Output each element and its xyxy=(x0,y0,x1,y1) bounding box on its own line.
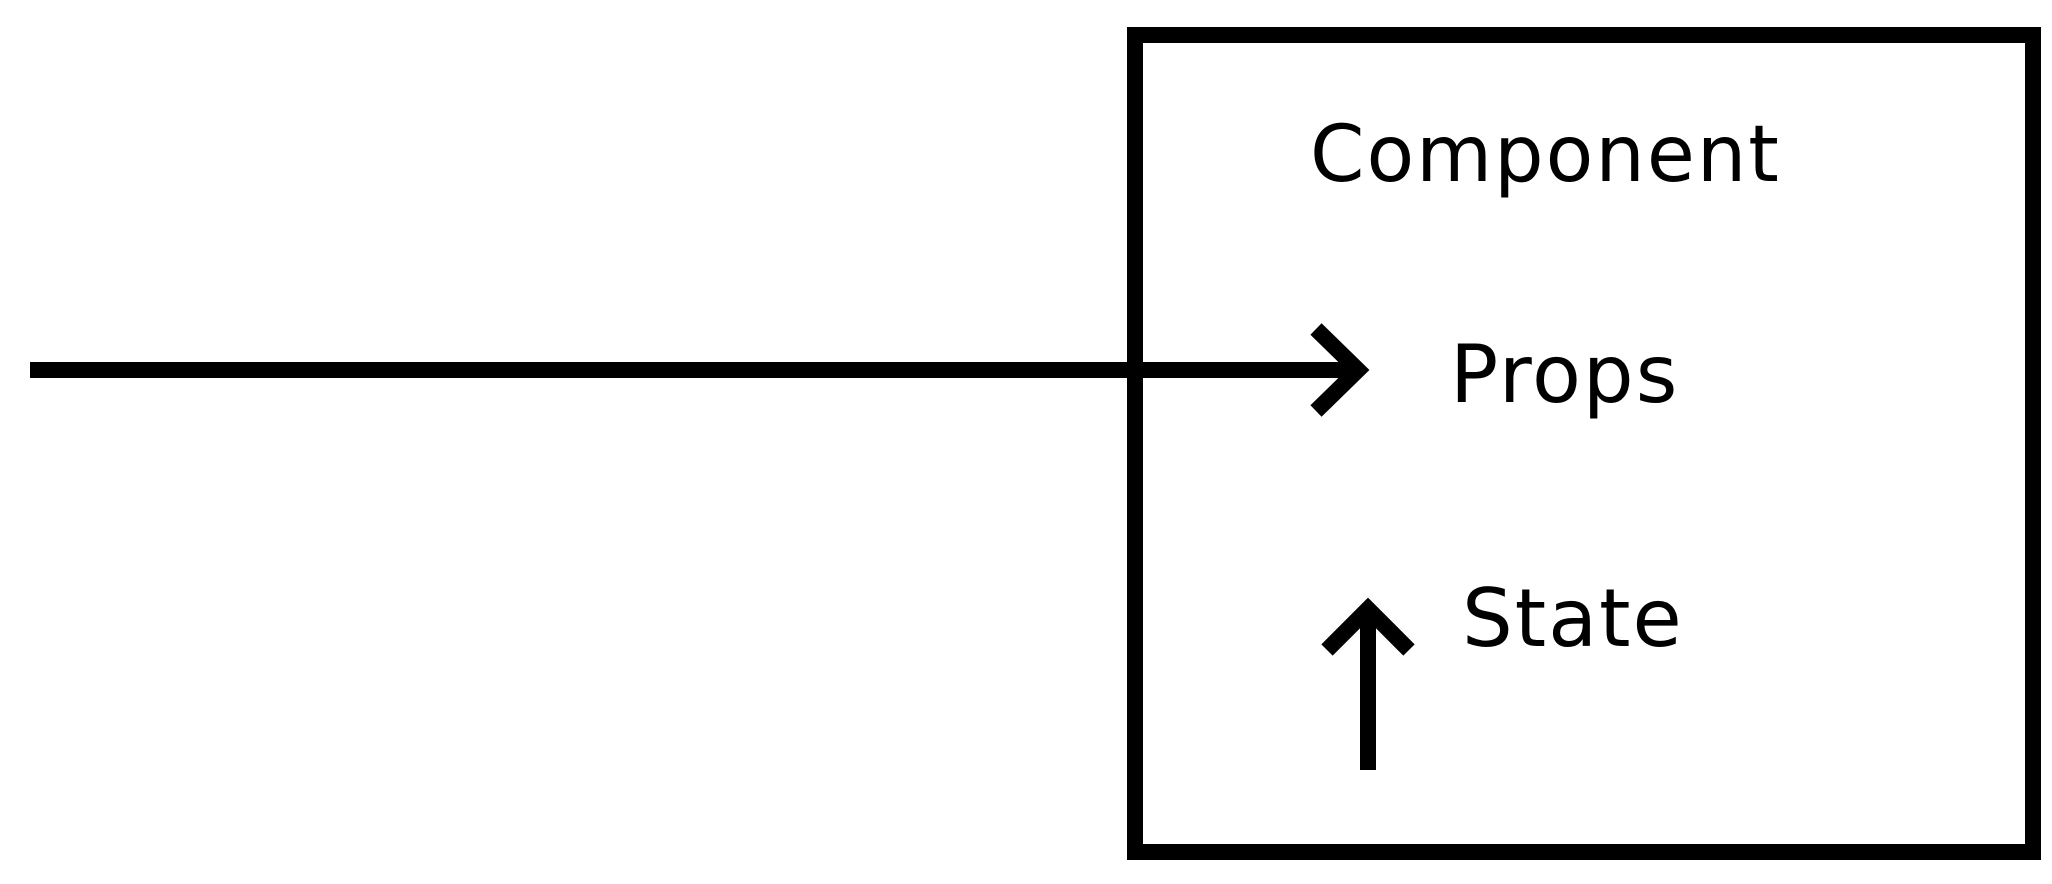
props-label: Props xyxy=(1450,328,1679,421)
component-box xyxy=(1127,27,2041,860)
component-title: Component xyxy=(1310,110,1781,200)
state-label: State xyxy=(1462,572,1684,665)
state-arrowhead xyxy=(1321,597,1415,656)
props-arrowhead xyxy=(1310,323,1370,417)
